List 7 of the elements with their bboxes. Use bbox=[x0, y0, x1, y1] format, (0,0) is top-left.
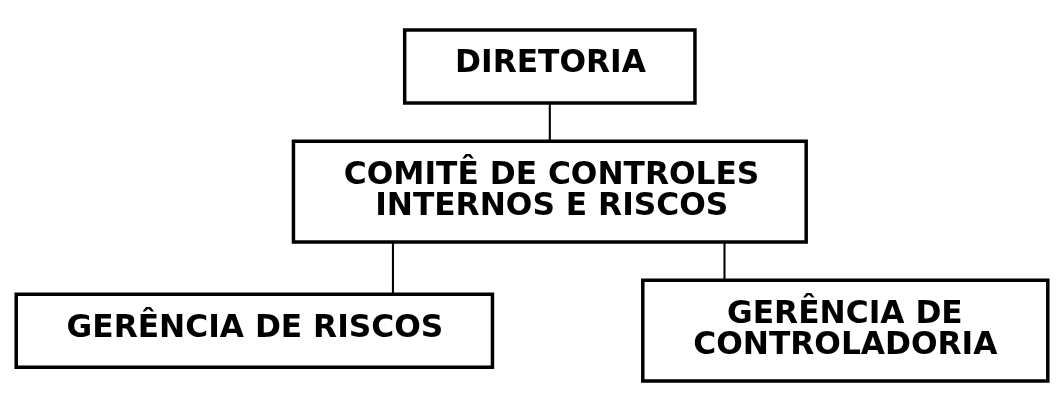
connector bbox=[391, 242, 394, 294]
connector bbox=[723, 242, 726, 280]
node-box: COMITÊ DE CONTROLES INTERNOS E RISCOS bbox=[291, 138, 808, 244]
node-box: DIRETORIA bbox=[402, 27, 697, 105]
node-box: GERÊNCIA DE CONTROLADORIA bbox=[641, 278, 1050, 383]
connector bbox=[548, 102, 551, 141]
node-box: GERÊNCIA DE RISCOS bbox=[14, 291, 495, 369]
